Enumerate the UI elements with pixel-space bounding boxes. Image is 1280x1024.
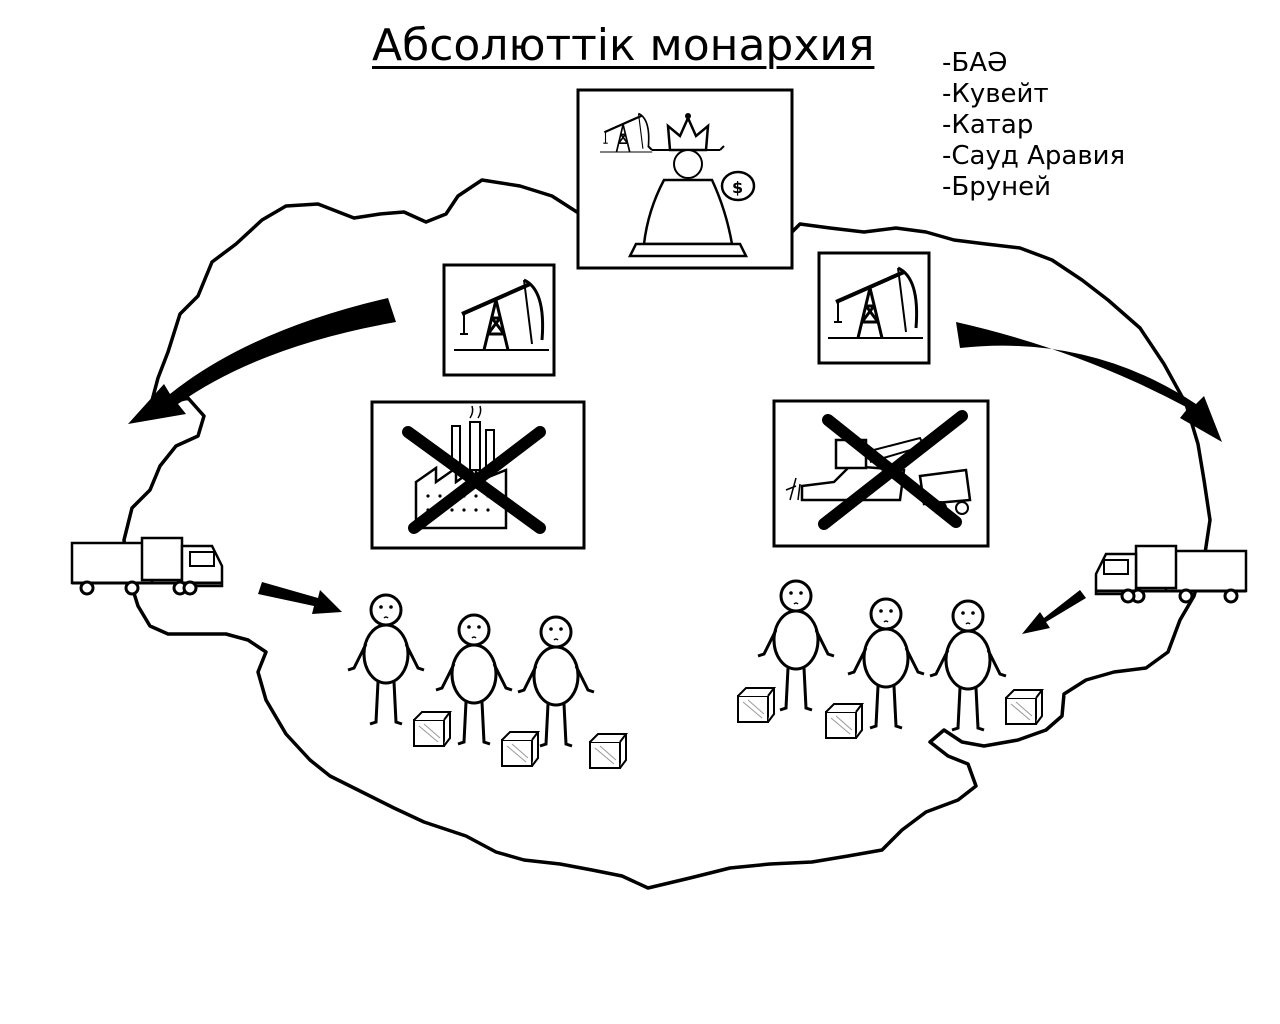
box-icon	[413, 711, 451, 747]
arrow-right	[956, 322, 1222, 442]
cross-mark	[818, 410, 968, 530]
country-item: -Катар	[942, 110, 1034, 140]
box-icon	[589, 733, 627, 769]
country-outline	[122, 178, 1212, 890]
country-list: -БАӘ -Кувейт -Катар -Сауд Аравия -Бруней	[942, 48, 1125, 203]
truck-icon-left	[70, 536, 224, 596]
truck-icon-right	[1094, 544, 1248, 604]
arrow-left	[128, 298, 396, 424]
banned-agriculture-panel	[772, 399, 990, 548]
country-item: -Кувейт	[942, 79, 1049, 109]
box-icon	[825, 703, 863, 739]
country-item: -БАӘ	[942, 48, 1008, 78]
monarch-icon: $	[598, 112, 756, 258]
box-icon	[501, 731, 539, 767]
person-icon	[434, 613, 514, 746]
person-icon	[516, 615, 596, 748]
oil-pump-panel-left	[442, 263, 556, 377]
diagram-title: Абсолюттік монархия	[372, 20, 875, 71]
box-icon	[1005, 689, 1043, 725]
arrow-small-right	[1022, 590, 1086, 634]
svg-text:$: $	[732, 178, 743, 197]
country-item: -Сауд Аравия	[942, 141, 1126, 171]
banned-industry-panel	[370, 400, 586, 550]
oil-pump-panel-right	[817, 251, 931, 365]
person-icon	[928, 599, 1008, 732]
arrow-small-left	[258, 582, 342, 614]
box-icon	[737, 687, 775, 723]
person-icon	[346, 593, 426, 726]
country-item: -Бруней	[942, 172, 1052, 202]
cross-mark	[402, 426, 546, 534]
monarch-panel: $	[576, 88, 794, 270]
